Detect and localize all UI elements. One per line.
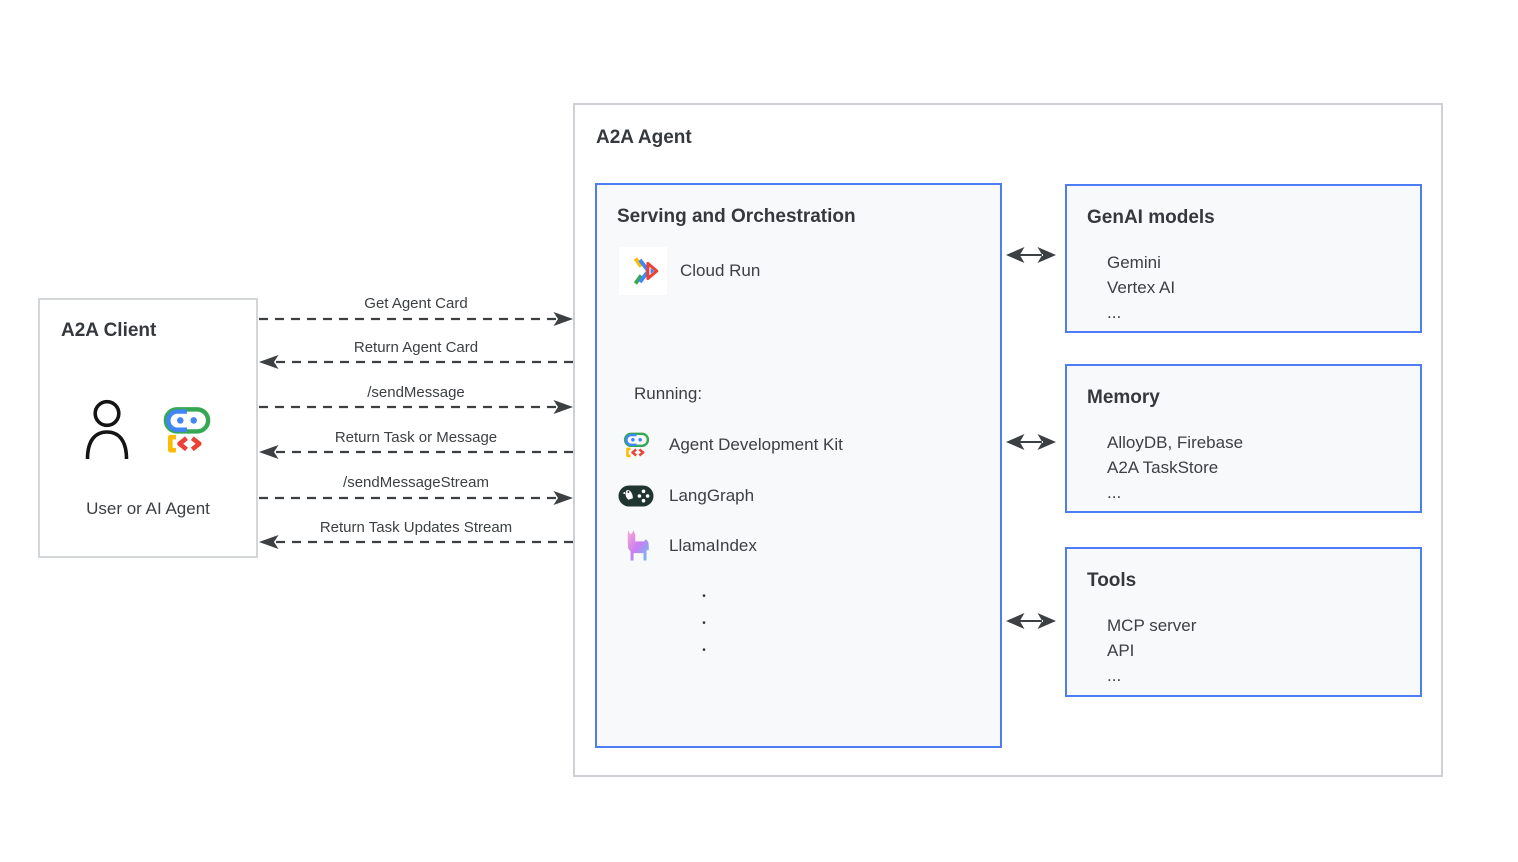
message-label: Return Task or Message	[334, 429, 498, 446]
resource-item: A2A TaskStore	[1107, 458, 1219, 477]
client-icons	[40, 398, 256, 466]
dashed-arrow-left	[258, 354, 574, 370]
serving-orchestration-panel: Serving and Orchestration Cloud Run Runn…	[595, 183, 1002, 748]
resource-items: MCP server API ...	[1107, 613, 1196, 688]
tools-panel: Tools MCP server API ...	[1065, 547, 1422, 697]
dashed-arrow-right	[258, 311, 574, 327]
framework-row: Agent Development Kit	[617, 428, 843, 462]
message-label: /sendMessageStream	[343, 474, 489, 491]
framework-row: LangGraph	[617, 479, 754, 513]
resource-item: ...	[1107, 303, 1122, 322]
framework-label: LlamaIndex	[669, 536, 757, 555]
dashed-arrow-right	[258, 399, 574, 415]
dashed-arrow-left	[258, 444, 574, 460]
message-label: Get Agent Card	[364, 295, 468, 312]
client-caption: User or AI Agent	[86, 499, 210, 518]
bidirectional-arrow	[1005, 610, 1057, 632]
cloud-run-icon	[619, 247, 667, 295]
resource-items: AlloyDB, Firebase A2A TaskStore ...	[1107, 430, 1243, 505]
serving-panel-title: Serving and Orchestration	[617, 206, 856, 227]
running-label: Running:	[634, 384, 703, 403]
message-label: /sendMessage	[367, 384, 465, 401]
ellipsis-dot: •	[702, 645, 706, 656]
ellipsis-dot: •	[702, 591, 706, 602]
resource-panel-title: Tools	[1087, 570, 1137, 591]
resource-item: ...	[1107, 666, 1122, 685]
resource-item: Vertex AI	[1107, 278, 1176, 297]
a2a-client-box: A2A Client User or AI A	[38, 298, 258, 558]
memory-panel: Memory AlloyDB, Firebase A2A TaskStore .…	[1065, 364, 1422, 513]
resource-panel-title: GenAI models	[1087, 207, 1215, 228]
framework-label: Agent Development Kit	[669, 435, 843, 454]
resource-item: Gemini	[1107, 253, 1161, 272]
vertical-ellipsis: • • •	[689, 592, 719, 656]
langgraph-icon	[617, 485, 655, 507]
resource-item: API	[1107, 641, 1135, 660]
a2a-agent-box: A2A Agent Serving and Orchestration Clou…	[573, 103, 1443, 777]
framework-label: LangGraph	[669, 486, 755, 505]
dashed-arrow-left	[258, 534, 574, 550]
dashed-arrow-right	[258, 490, 574, 506]
ellipsis-dot: •	[702, 618, 706, 629]
message-label: Return Agent Card	[353, 339, 479, 356]
resource-item: ...	[1107, 483, 1122, 502]
resource-item: MCP server	[1107, 616, 1197, 635]
platform-label: Cloud Run	[680, 261, 761, 280]
bidirectional-arrow	[1005, 244, 1057, 266]
framework-row: LlamaIndex	[617, 529, 757, 563]
resource-panel-title: Memory	[1087, 387, 1160, 408]
adk-robot-icon	[162, 406, 212, 459]
llamaindex-icon	[617, 529, 655, 563]
bidirectional-arrow	[1005, 431, 1057, 453]
adk-robot-icon	[617, 432, 655, 458]
genai-models-panel: GenAI models Gemini Vertex AI ...	[1065, 184, 1422, 333]
resource-items: Gemini Vertex AI ...	[1107, 250, 1175, 325]
user-icon	[84, 399, 130, 466]
resource-item: AlloyDB, Firebase	[1107, 433, 1244, 452]
cloud-run-row: Cloud Run	[619, 247, 760, 295]
client-box-title: A2A Client	[61, 320, 157, 341]
message-label: Return Task Updates Stream	[319, 519, 513, 536]
agent-box-title: A2A Agent	[596, 127, 692, 148]
